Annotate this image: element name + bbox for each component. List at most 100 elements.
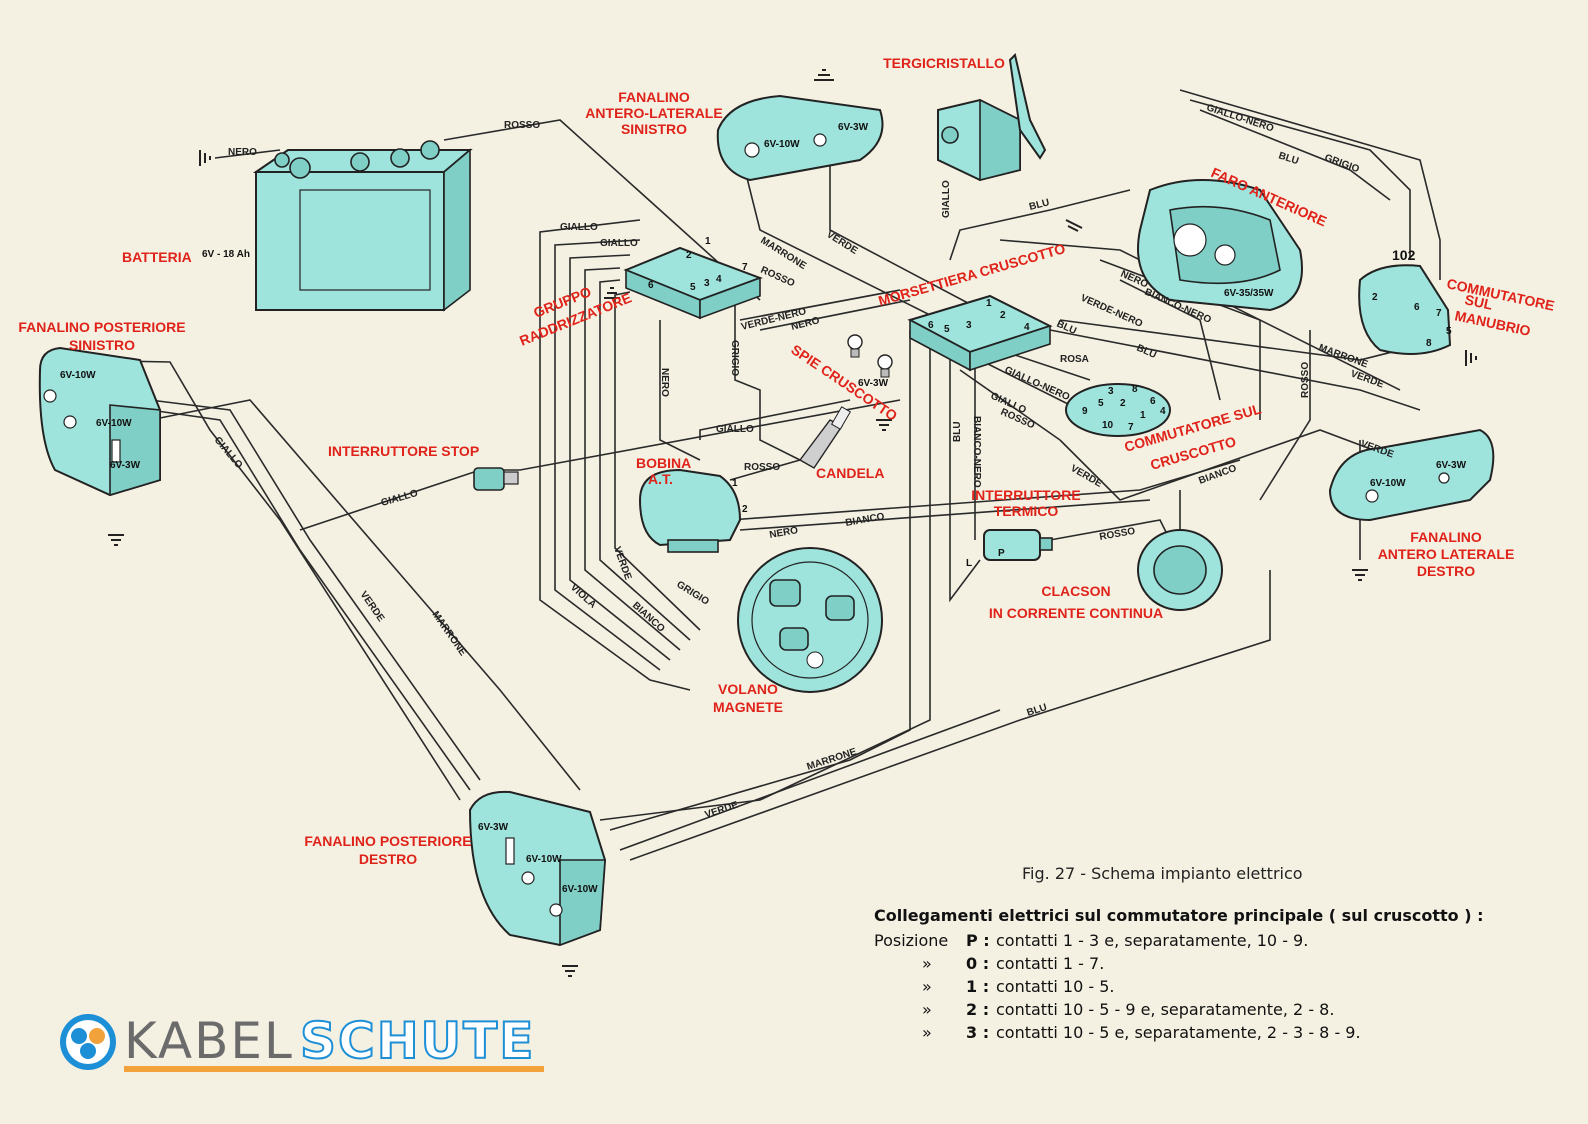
label-stop-switch: INTERRUTTORE STOP bbox=[328, 443, 479, 459]
rectifier-terminal-5: 5 bbox=[690, 282, 696, 293]
notes-row-text: contatti 10 - 5 - 9 e, separatamente, 2 … bbox=[996, 1000, 1335, 1019]
label-rear-right-line1: FANALINO POSTERIORE bbox=[304, 833, 471, 849]
logo-underline bbox=[124, 1066, 544, 1072]
label-front-left-line2: ANTERO-LATERALE bbox=[585, 105, 722, 121]
notes-row-prefix: » bbox=[922, 977, 932, 996]
wire-label-rosso: ROSSO bbox=[1099, 526, 1137, 543]
thermal-terminal-p: P bbox=[998, 548, 1005, 559]
label-coil-line2: A.T. bbox=[648, 471, 673, 487]
front-left-light: 6V-10W 6V-3W bbox=[716, 94, 884, 182]
notes-row-position: P : bbox=[966, 931, 990, 950]
notes-row-prefix: » bbox=[922, 1023, 932, 1042]
switch-notes: Collegamenti elettrici sul commutatore p… bbox=[874, 906, 1484, 1044]
handlebar-terminal-6: 6 bbox=[1414, 302, 1420, 313]
front-right-light: 6V-10W 6V-3W bbox=[1328, 428, 1495, 522]
wire-label-marrone: MARRONE bbox=[1317, 342, 1370, 370]
label-front-left-line1: FANALINO bbox=[618, 89, 690, 105]
ground-icon bbox=[876, 419, 892, 431]
wire-label-bianco-nero: BIANCO-NERO bbox=[971, 416, 982, 488]
rear-left-light: 6V-10W 6V-10W 6V-3W bbox=[38, 346, 161, 497]
horn bbox=[1137, 529, 1223, 611]
notes-row-prefix: Posizione bbox=[874, 931, 949, 950]
label-terminal-block: MORSETTIERA CRUSCOTTO bbox=[876, 240, 1067, 309]
dash-lamps-rating: 6V-3W bbox=[858, 378, 889, 389]
switch-number-5: 5 bbox=[1098, 398, 1104, 409]
notes-row-position: 2 : bbox=[966, 1000, 990, 1019]
handlebar-switch-number: 102 bbox=[1392, 247, 1416, 263]
wire-label-blu: BLU bbox=[952, 421, 963, 442]
terminal-number-4: 4 bbox=[1024, 322, 1030, 333]
thermal-switch: L P bbox=[966, 529, 1053, 569]
notes-row-text: contatti 10 - 5. bbox=[996, 977, 1115, 996]
terminal-number-5: 5 bbox=[944, 324, 950, 335]
label-front-right-line2: ANTERO LATERALE bbox=[1378, 546, 1515, 562]
wire-label-bianco: BIANCO bbox=[630, 600, 667, 635]
notes-row-text: contatti 1 - 3 e, separatamente, 10 - 9. bbox=[996, 931, 1309, 950]
notes-row-position: 0 : bbox=[966, 954, 990, 973]
label-wiper: TERGICRISTALLO bbox=[883, 55, 1005, 71]
wire-label-blu: BLU bbox=[1028, 197, 1051, 213]
switch-number-7: 7 bbox=[1128, 422, 1134, 433]
front-left-rating-b: 6V-3W bbox=[838, 122, 869, 133]
terminal-number-6: 6 bbox=[928, 320, 934, 331]
label-horn-line1: CLACSON bbox=[1041, 583, 1110, 599]
label-rear-right-line2: DESTRO bbox=[359, 851, 417, 867]
switch-number-8: 8 bbox=[1132, 384, 1138, 395]
wire-label-grigio: GRIGIO bbox=[729, 340, 740, 376]
label-front-left-line3: SINISTRO bbox=[621, 121, 687, 137]
thermal-terminal-l: L bbox=[966, 558, 972, 569]
notes-row-text: contatti 1 - 7. bbox=[996, 954, 1105, 973]
terminal-number-2: 2 bbox=[1000, 310, 1006, 321]
handlebar-switch: 102 2 6 7 5 8 bbox=[1358, 247, 1452, 355]
wire-label-blu: BLU bbox=[1026, 702, 1049, 719]
label-thermal-line2: TERMICO bbox=[994, 503, 1059, 519]
notes-row: Posizione P : contatti 1 - 3 e, separata… bbox=[874, 929, 1484, 952]
wire-label-blu: BLU bbox=[1277, 150, 1300, 167]
dash-switch: 3 8 5 2 9 6 1 10 7 4 bbox=[1065, 383, 1171, 437]
handlebar-terminal-2: 2 bbox=[1372, 292, 1378, 303]
label-flywheel-line1: VOLANO bbox=[718, 681, 778, 697]
rectifier-terminal-2: 2 bbox=[686, 250, 692, 261]
ground-icon bbox=[814, 69, 834, 81]
logo-text-kabel: KABEL bbox=[124, 1012, 294, 1070]
notes-row-prefix: » bbox=[922, 1000, 932, 1019]
handlebar-terminal-8: 8 bbox=[1426, 338, 1432, 349]
label-horn-line2: IN CORRENTE CONTINUA bbox=[989, 605, 1163, 621]
notes-row: » 1 : contatti 10 - 5. bbox=[874, 975, 1484, 998]
wire-label-nero: NERO bbox=[659, 368, 670, 397]
notes-row: » 2 : contatti 10 - 5 - 9 e, separatamen… bbox=[874, 998, 1484, 1021]
rectifier-terminal-6: 6 bbox=[648, 280, 654, 291]
ground-icon bbox=[562, 965, 578, 977]
wire-label-bianco: BIANCO bbox=[845, 511, 886, 529]
label-handlebar-line3: MANUBRIO bbox=[1453, 307, 1532, 339]
ground-symbols bbox=[108, 69, 1477, 977]
wire-label-blu: BLU bbox=[1135, 343, 1158, 361]
terminal-number-3: 3 bbox=[966, 320, 972, 331]
rectifier: 1 2 3 4 5 6 7 bbox=[623, 236, 763, 320]
notes-row-position: 3 : bbox=[966, 1023, 990, 1042]
label-thermal-line1: INTERRUTTORE bbox=[971, 487, 1080, 503]
notes-row-prefix: » bbox=[922, 954, 932, 973]
ground-icon bbox=[604, 287, 620, 299]
wires bbox=[39, 89, 1441, 861]
handlebar-terminal-5: 5 bbox=[1446, 326, 1452, 337]
label-battery: BATTERIA bbox=[122, 249, 192, 265]
ground-icon bbox=[1352, 569, 1368, 581]
wire-label-grigio: GRIGIO bbox=[674, 579, 711, 608]
ground-icon bbox=[199, 150, 211, 166]
wire-label-giallo: GIALLO bbox=[600, 238, 638, 249]
rectifier-terminal-3: 3 bbox=[704, 278, 710, 289]
front-right-rating-b: 6V-3W bbox=[1436, 460, 1467, 471]
rear-left-rating-a: 6V-10W bbox=[60, 370, 96, 381]
wire-label-rosso: ROSSO bbox=[1300, 362, 1311, 398]
terminal-block: 1 2 3 4 5 6 bbox=[907, 294, 1053, 372]
notes-row-position: 1 : bbox=[966, 977, 990, 996]
kabelschute-logo: KABEL SCHUTE bbox=[58, 1011, 558, 1072]
label-front-right-line1: FANALINO bbox=[1410, 529, 1482, 545]
wire-label-nero: NERO bbox=[228, 147, 257, 158]
notes-title: Collegamenti elettrici sul commutatore p… bbox=[874, 906, 1484, 925]
coil: 1 2 bbox=[638, 468, 748, 553]
wiper bbox=[937, 53, 1047, 182]
label-flywheel-line2: MAGNETE bbox=[713, 699, 783, 715]
wire-label-verde: VERDE bbox=[358, 589, 387, 624]
